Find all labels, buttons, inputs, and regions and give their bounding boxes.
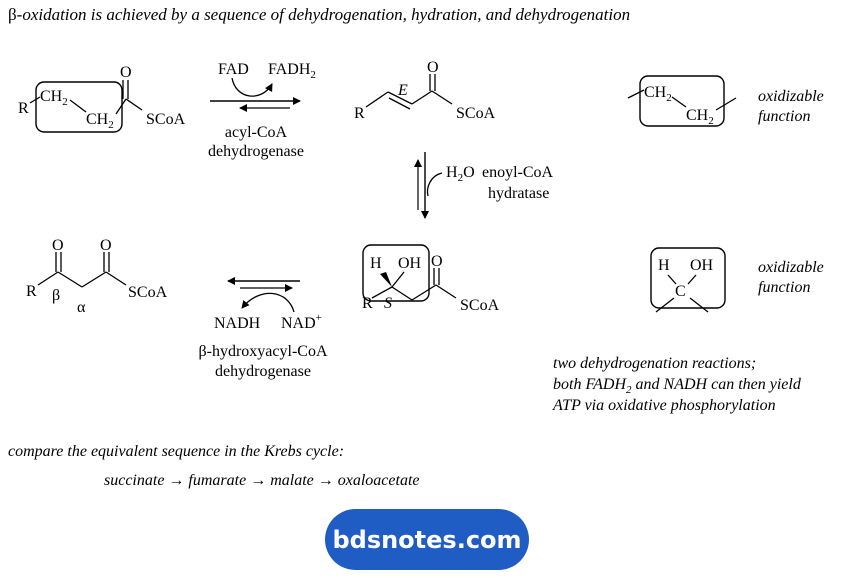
caption-text: -oxidation is achieved by a sequence of … [17, 5, 630, 24]
bond [689, 297, 709, 313]
ch2-label: CH2 [40, 88, 68, 108]
bond [435, 284, 457, 299]
scoa-label: SCoA [146, 111, 186, 128]
oxygen-label: O [120, 64, 132, 81]
bond [627, 89, 645, 99]
r-group: R [354, 105, 365, 122]
bond [671, 96, 687, 108]
cofactor-curve [231, 77, 273, 97]
r-group: R [26, 283, 37, 300]
bond [105, 271, 127, 286]
bond [411, 284, 437, 301]
oxidizable-box [362, 244, 430, 302]
ch2-label: CH2 [86, 111, 114, 131]
step3-arrows [227, 277, 300, 313]
krebs-intro: compare the equivalent sequence in the K… [8, 443, 344, 460]
bond [667, 274, 677, 285]
enoyl-coa-molecule: R E O SCoA [354, 59, 496, 122]
oxidizable-motif-choh: H OH C [650, 247, 726, 313]
motif1-label-line2: function [758, 108, 810, 125]
nad-plus-label: NAD+ [281, 312, 322, 332]
motif1-label-line1: oxidizable [758, 88, 824, 105]
acyl-coa-molecule: R CH2 CH2 O SCoA [18, 64, 186, 133]
bond [57, 271, 83, 288]
enoyl-coa-hydratase-line2: hydratase [488, 185, 549, 202]
water-label: H2O [446, 164, 475, 184]
nadh-label: NADH [214, 315, 261, 332]
bond [431, 90, 453, 105]
oh-label: OH [690, 257, 714, 274]
alpha-label: α [77, 299, 86, 316]
fad-label: FAD [218, 61, 249, 78]
enoyl-coa-hydratase-line1: enoyl-CoA [482, 164, 554, 181]
oxygen-label: O [427, 59, 439, 76]
oxygen-label: O [431, 253, 443, 270]
bond [115, 98, 127, 115]
step2-arrows [414, 152, 443, 219]
bond [37, 271, 59, 286]
site-badge[interactable]: bdsnotes.com [325, 509, 529, 570]
double-bond [388, 97, 411, 110]
bond [715, 97, 737, 111]
oxygen-label: O [100, 237, 112, 254]
bond [81, 271, 107, 288]
bond [391, 286, 413, 301]
s-label: S [384, 295, 392, 312]
bond [365, 91, 389, 108]
motif-box [639, 75, 725, 127]
r-group: R [18, 100, 29, 117]
double-bond [387, 91, 413, 105]
hydroxyacyl-dehydrogenase-line1: β-hydroxyacyl-CoA [199, 343, 328, 360]
hydroxyacyl-dehydrogenase-line2: dehydrogenase [215, 363, 311, 380]
water-curve [426, 172, 443, 197]
wedge-bond [380, 272, 392, 287]
motif-box [650, 247, 726, 309]
oh-label: OH [398, 255, 422, 272]
caption: β-oxidation is achieved by a sequence of… [8, 5, 630, 24]
step1-arrows [210, 77, 301, 112]
hydroxyacyl-coa-molecule: H OH R S O SCoA [362, 244, 500, 314]
r-group: R [362, 295, 373, 312]
e-label: E [397, 82, 408, 99]
oxidizable-motif-ch2: CH2 CH2 [627, 75, 737, 127]
bond [371, 286, 393, 299]
caption-beta: β [8, 5, 17, 24]
scoa-label: SCoA [128, 284, 168, 301]
scoa-label: SCoA [456, 105, 496, 122]
cofactor-curve [241, 292, 295, 313]
oxidizable-box [35, 81, 123, 133]
summary-line1: two dehydrogenation reactions; [553, 355, 756, 372]
acyl-coa-dehydrogenase-line2: dehydrogenase [208, 143, 304, 160]
acyl-coa-dehydrogenase-line1: acyl-CoA [225, 124, 288, 141]
h-label: H [658, 257, 670, 274]
bond [29, 96, 41, 104]
bond [69, 99, 87, 113]
c-label: C [675, 283, 686, 300]
bond [655, 297, 675, 313]
bond [411, 90, 433, 105]
fadh2-label: FADH2 [268, 61, 316, 81]
ketoacyl-coa-molecule: R O β α O SCoA [26, 237, 168, 316]
ch2-label: CH2 [644, 84, 672, 104]
scoa-label: SCoA [460, 297, 500, 314]
summary-line2: both FADH2 and NADH can then yield [553, 376, 802, 396]
krebs-sequence: succinate → fumarate → malate → oxaloace… [104, 472, 419, 489]
ch2-label: CH2 [686, 107, 714, 127]
oxygen-label: O [52, 237, 64, 254]
motif2-label-line2: function [758, 279, 810, 296]
bond [125, 98, 143, 111]
bond [391, 271, 405, 288]
bond [687, 274, 697, 285]
beta-label: β [52, 287, 60, 304]
motif2-label-line1: oxidizable [758, 259, 824, 276]
summary-line3: ATP via oxidative phosphorylation [552, 397, 776, 414]
h-label: H [370, 255, 382, 272]
